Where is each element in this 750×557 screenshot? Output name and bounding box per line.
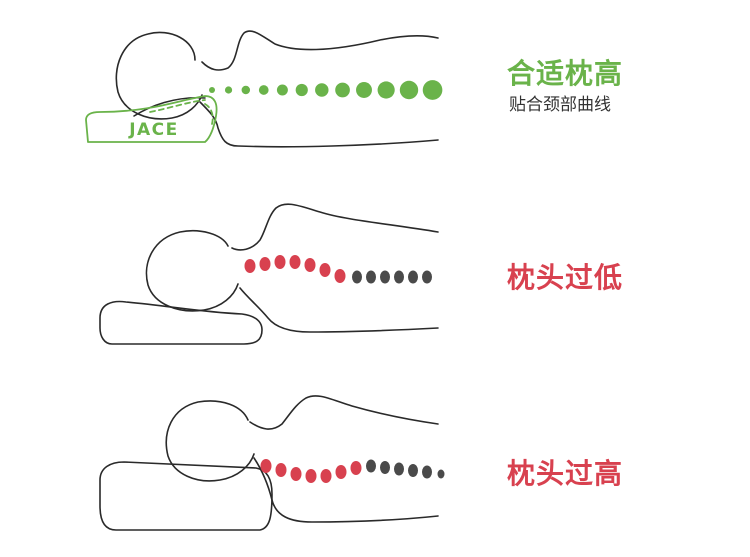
subtitle-fits-neck-curve: 贴合颈部曲线 <box>509 95 611 115</box>
vertebra-dot <box>356 82 372 98</box>
vertebra-dot <box>352 270 362 284</box>
vertebra-dot <box>319 263 331 277</box>
spine-dots-high <box>260 459 445 483</box>
vertebra-dot <box>275 463 287 477</box>
vertebra-dot <box>244 259 256 273</box>
vertebra-dot <box>290 467 302 481</box>
vertebra-dot <box>241 85 251 95</box>
vertebra-dot <box>394 270 404 284</box>
title-pillow-too-low: 枕头过低 <box>507 261 624 294</box>
sleeper-figure-high <box>99 395 439 531</box>
pillow-brand-label: JACE <box>128 120 179 140</box>
vertebra-dot <box>258 85 269 95</box>
vertebra-dot <box>260 459 272 473</box>
vertebra-dot <box>422 465 432 479</box>
vertebra-dot <box>437 469 445 479</box>
vertebra-dot <box>366 270 376 284</box>
vertebra-dot <box>315 83 329 97</box>
vertebra-dot <box>289 255 301 269</box>
vertebra-dot <box>350 461 362 475</box>
vertebra-dot <box>394 462 404 476</box>
vertebra-dot <box>274 255 286 269</box>
vertebra-dot <box>377 81 395 99</box>
vertebra-dot <box>335 82 350 98</box>
title-pillow-too-high: 枕头过高 <box>507 457 624 490</box>
vertebra-dot <box>320 469 332 483</box>
vertebra-dot <box>276 84 288 96</box>
sleeper-figure-low <box>99 203 439 345</box>
vertebra-dot <box>224 86 233 94</box>
vertebra-dot <box>422 80 443 100</box>
vertebra-dot <box>209 87 215 93</box>
vertebra-dot <box>335 465 347 479</box>
vertebra-dot <box>334 269 346 283</box>
spine-dots-proper <box>209 80 443 100</box>
vertebra-dot <box>259 257 271 271</box>
vertebra-dot <box>305 469 317 483</box>
vertebra-dot <box>295 83 308 97</box>
vertebra-dot <box>399 80 419 100</box>
vertebra-dot <box>408 270 418 284</box>
spine-dots-low <box>244 255 432 284</box>
vertebra-dot <box>366 459 376 473</box>
pillow-jace <box>85 95 218 143</box>
vertebra-dot <box>380 270 390 284</box>
vertebra-dot <box>380 461 390 474</box>
vertebra-dot <box>408 464 418 477</box>
title-proper-pillow: 合适枕高 <box>507 57 624 90</box>
vertebra-dot <box>422 270 432 284</box>
vertebra-dot <box>304 258 316 272</box>
